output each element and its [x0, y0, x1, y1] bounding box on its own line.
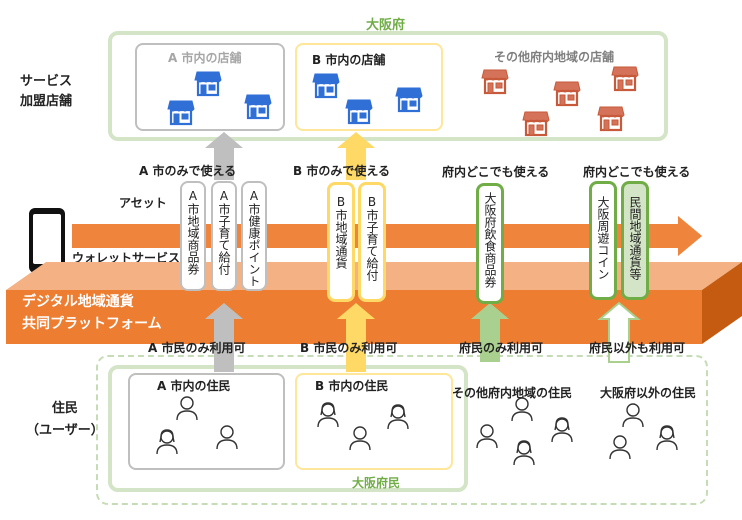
asset-card-b1: B市地域通貨	[327, 182, 355, 302]
asset-card-a2: A市子育て給付	[211, 181, 237, 291]
person-icon	[349, 426, 371, 451]
resident-b-label: B 市内の住民	[315, 379, 389, 393]
resident-other-label: その他府内地域の住民	[452, 386, 573, 400]
person-icon	[317, 402, 339, 428]
row-label-asset: アセット	[119, 196, 167, 210]
resident-a-label: A 市内の住民	[157, 379, 231, 393]
store-other-label: その他府内地域の店舗	[494, 50, 615, 64]
osaka-residents-box	[108, 365, 468, 492]
store-a-label: A 市内の店舗	[168, 51, 242, 65]
osaka-pref-box	[108, 31, 668, 141]
person-icon	[511, 397, 533, 422]
usable-a: A 市のみで使える	[139, 164, 237, 178]
availability-a: A 市民のみ利用可	[148, 341, 246, 355]
asset-card-a1: A市地域商品券	[180, 181, 206, 291]
asset-card-p3: 民間地域通貨等	[621, 181, 649, 300]
availability-pref: 府民のみ利用可	[459, 341, 544, 355]
row-label-platform: デジタル地域通貨 共同プラットフォーム	[22, 294, 162, 332]
osaka-residents-title: 大阪府民	[352, 476, 401, 490]
availability-outside: 府民以外も利用可	[589, 341, 686, 355]
asset-card-p2: 大阪周遊コイン	[589, 181, 617, 300]
person-icon	[656, 425, 678, 451]
person-icon	[513, 440, 535, 466]
row-label-residents: 住民 （ユーザー）	[26, 401, 104, 438]
residents-dashed-box	[96, 355, 708, 505]
resident-outside-label: 大阪府以外の住民	[600, 386, 697, 400]
person-icon	[156, 429, 178, 455]
person-icon	[609, 435, 631, 460]
usable-pref-2: 府内どこでも使える	[583, 165, 691, 179]
asset-card-p1: 大阪府飲食商品券	[476, 183, 504, 304]
person-icon	[387, 404, 409, 430]
person-icon	[216, 425, 238, 450]
row-label-service: サービス 加盟店舗	[20, 74, 73, 109]
person-icon	[551, 417, 573, 443]
resident-card-a	[128, 373, 285, 470]
person-icon	[476, 424, 498, 449]
person-icon	[176, 396, 198, 421]
asset-card-a3: A市健康ポイント	[241, 181, 267, 291]
asset-card-b2: B市子育て給付	[358, 182, 386, 302]
usable-b: B 市のみで使える	[293, 164, 390, 178]
person-icon	[622, 403, 644, 428]
availability-b: B 市民のみ利用可	[300, 341, 398, 355]
osaka-pref-title: 大阪府	[366, 18, 406, 33]
usable-pref: 府内どこでも使える	[442, 165, 550, 179]
resident-card-b	[295, 373, 453, 470]
store-b-label: B 市内の店舗	[312, 53, 386, 67]
